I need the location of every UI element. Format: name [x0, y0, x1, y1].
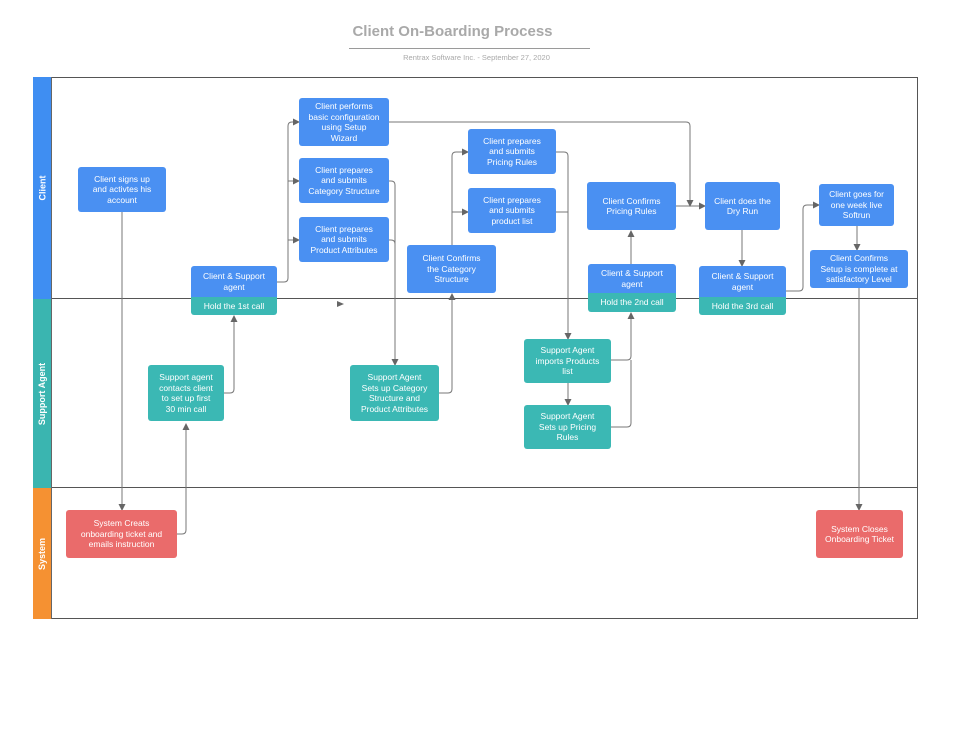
connector-basic-config-to-dry-run	[389, 121, 694, 207]
node-client-confirm-pricing[interactable]: Client Confirms Pricing Rules	[587, 182, 676, 230]
lane-label-system: System	[33, 488, 52, 619]
call-2-label: Hold the 2nd call	[588, 293, 676, 312]
node-agent-import-products[interactable]: Support Agent imports Products list	[524, 339, 611, 383]
lane-label-support-agent: Support Agent	[33, 299, 52, 488]
node-client-category-structure[interactable]: Client prepares and submits Category Str…	[299, 158, 389, 203]
call-1-label: Hold the 1st call	[191, 297, 277, 315]
node-agent-category-setup[interactable]: Support Agent Sets up Category Structure…	[350, 365, 439, 421]
node-client-live-softrun[interactable]: Client goes for one week live Softrun	[819, 184, 894, 226]
connector-call3-to-softrun	[786, 201, 820, 292]
connector-call1-to-basic-config	[277, 118, 300, 283]
call-2-participants: Client & Support agent	[588, 264, 676, 293]
call-1-participants: Client & Support agent	[191, 266, 277, 297]
node-system-close-ticket[interactable]: System Closes Onboarding Ticket	[816, 510, 903, 558]
connector-agent-contacts-to-call1	[224, 315, 238, 394]
lane-divider-client-support	[52, 298, 918, 299]
node-client-confirm-setup[interactable]: Client Confirms Setup is complete at sat…	[810, 250, 908, 288]
node-client-signup[interactable]: Client signs up and activtes his account	[78, 167, 166, 212]
connector-attributes-to-agent-category	[389, 239, 396, 245]
lane-divider-support-system	[52, 487, 918, 488]
lane-label-client: Client	[33, 77, 52, 299]
node-client-dry-run[interactable]: Client does the Dry Run	[705, 182, 780, 230]
call-3-label: Hold the 3rd call	[699, 297, 786, 315]
node-call-2[interactable]: Client & Support agent Hold the 2nd call	[588, 264, 676, 312]
node-client-basic-config[interactable]: Client performs basic configuration usin…	[299, 98, 389, 146]
connector-agent-category-to-confirm-category	[439, 293, 456, 394]
node-client-confirm-category[interactable]: Client Confirms the Category Structure	[407, 245, 496, 293]
node-agent-contacts-client[interactable]: Support agent contacts client to set up …	[148, 365, 224, 421]
node-call-3[interactable]: Client & Support agent Hold the 3rd call	[699, 266, 786, 315]
node-call-1[interactable]: Client & Support agent Hold the 1st call	[191, 266, 277, 315]
node-client-product-attributes[interactable]: Client prepares and submits Product Attr…	[299, 217, 389, 262]
connector-category-to-agent-category	[389, 180, 399, 366]
title-divider	[349, 48, 590, 49]
node-system-create-ticket[interactable]: System Creats onboarding ticket and emai…	[66, 510, 177, 558]
connector-confirm-category-to-pricing-submit	[451, 148, 469, 245]
connector-agent-import-to-call2	[611, 312, 635, 361]
node-agent-pricing-setup[interactable]: Support Agent Sets up Pricing Rules	[524, 405, 611, 449]
connector-pricing-submit-to-agent-import	[556, 151, 572, 340]
node-client-product-list-submit[interactable]: Client prepares and submits product list	[468, 188, 556, 233]
call-3-participants: Client & Support agent	[699, 266, 786, 297]
node-client-pricing-rules-submit[interactable]: Client prepares and submits Pricing Rule…	[468, 129, 556, 174]
page-title: Client On-Boarding Process	[352, 23, 553, 40]
connector-agent-pricing-to-call2	[611, 360, 632, 428]
connector-ticket-to-agent-contacts	[177, 423, 190, 535]
page-subtitle: Rentrax Software Inc. - September 27, 20…	[403, 53, 550, 62]
stray-arrowhead	[337, 301, 344, 307]
